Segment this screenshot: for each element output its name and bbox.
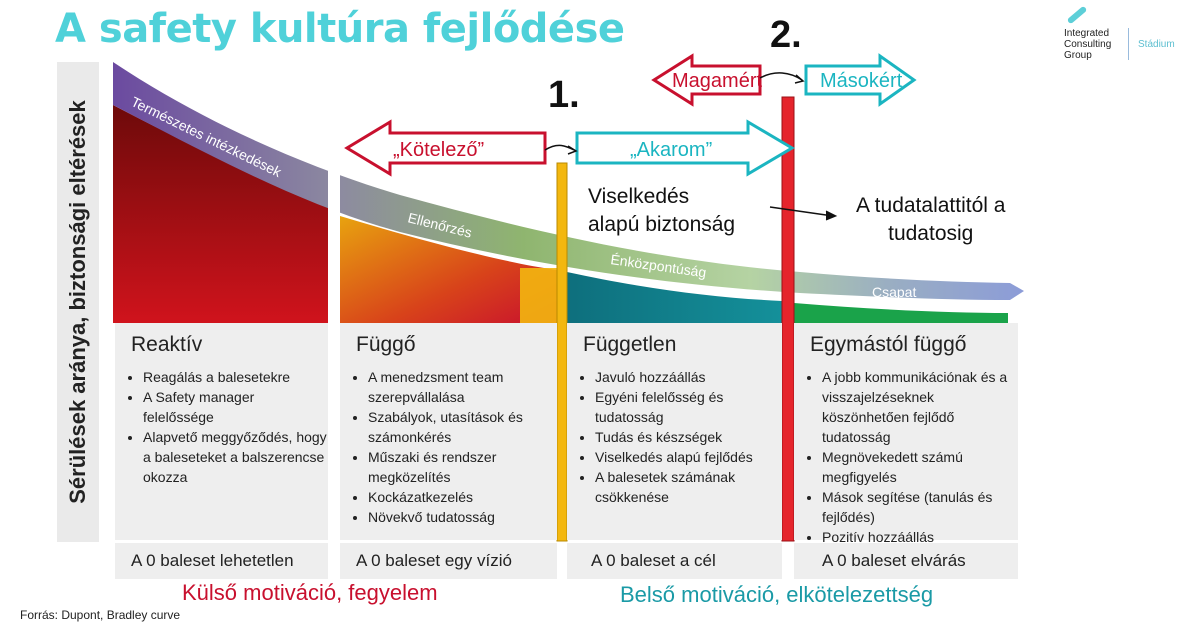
page-title: A safety kultúra fejlődése — [55, 6, 625, 52]
y-axis-label-box — [57, 62, 99, 542]
list-item: Pozitív hozzáállás — [822, 527, 1018, 547]
column-bullets: A jobb kommunikációnak és a visszajelzés… — [804, 367, 1018, 547]
source-note: Forrás: Dupont, Bradley curve — [20, 608, 181, 622]
column-title: Független — [583, 333, 677, 356]
list-item: Reagálás a balesetekre — [143, 367, 328, 387]
footer-interdependent: A 0 baleset elvárás — [794, 543, 1018, 579]
mandatory-arrow-label: „Kötelező” — [393, 139, 484, 161]
list-item: Növekvő tudatosság — [368, 507, 557, 527]
for-others-arrow — [804, 53, 917, 107]
for-others-arrow-label: Másokért — [820, 70, 903, 92]
column-bullets: Reagálás a balesetekre A Safety manager … — [125, 367, 328, 487]
dependent-yellow-edge — [520, 268, 557, 323]
column-interdependent: Egymástól függő A jobb kommunikációnak é… — [794, 323, 1018, 545]
marker-bar-2 — [781, 96, 795, 542]
marker-2-label: 2. — [770, 14, 802, 56]
list-item: Mások segítése (tanulás és fejlődés) — [822, 487, 1018, 527]
list-item: Alapvető meggyőződés, hogy a baleseteket… — [143, 427, 328, 487]
footer-independent: A 0 baleset a cél — [567, 543, 782, 579]
for-me-arrow-label: Magamért — [672, 70, 762, 92]
marker-bar-1 — [556, 162, 568, 542]
column-title: Reaktív — [131, 333, 203, 356]
list-item: Megnövekedett számú megfigyelés — [822, 447, 1018, 487]
for-me-arrow — [651, 53, 762, 107]
list-item: Műszaki és rendszer megközelítés — [368, 447, 557, 487]
list-item: Kockázatkezelés — [368, 487, 557, 507]
pointer-arrow — [769, 206, 834, 217]
interdependent-area — [794, 303, 1008, 323]
list-item: Javuló hozzáállás — [595, 367, 782, 387]
behavior-based-safety-text: Viselkedés alapú biztonság — [588, 185, 736, 236]
list-item: Viselkedés alapú fejlődés — [595, 447, 782, 467]
list-item: Tudás és készségek — [595, 427, 782, 447]
reactive-area — [113, 105, 328, 323]
footer-reactive: A 0 baleset lehetetlen — [115, 543, 328, 579]
connector-2 — [759, 72, 803, 81]
list-item: A jobb kommunikációnak és a visszajelzés… — [822, 367, 1018, 447]
column-independent: Független Javuló hozzáállás Egyéni felel… — [567, 323, 782, 540]
dependent-area — [340, 216, 557, 323]
list-item: A balesetek számának csökkenése — [595, 467, 782, 507]
curve-label-team: Csapat — [872, 284, 916, 300]
list-item: Egyéni felelősség és tudatosság — [595, 387, 782, 427]
column-dependent: Függő A menedzsment team szerepvállalása… — [340, 323, 557, 540]
logo-partner: Stádium — [1138, 39, 1175, 50]
want-arrow-label: „Akarom” — [630, 139, 712, 161]
footer-dependent: A 0 baleset egy vízió — [340, 543, 557, 579]
curve-band — [113, 62, 1024, 300]
unconscious-to-conscious-text: A tudatalattitól a tudatosig — [856, 194, 1006, 245]
column-reactive: Reaktív Reagálás a balesetekre A Safety … — [115, 323, 328, 540]
list-item: A menedzsment team szerepvállalása — [368, 367, 557, 407]
independent-area — [567, 272, 782, 323]
external-motivation-label: Külső motiváció, fegyelem — [182, 580, 438, 605]
list-item: A Safety manager felelőssége — [143, 387, 328, 427]
internal-motivation-label: Belső motiváció, elkötelezettség — [620, 582, 934, 607]
marker-1-label: 1. — [548, 74, 580, 116]
want-arrow — [575, 119, 795, 177]
column-title: Egymástól függő — [810, 333, 967, 356]
mandatory-arrow — [344, 119, 547, 177]
column-bullets: A menedzsment team szerepvállalása Szabá… — [350, 367, 557, 527]
column-title: Függő — [356, 333, 416, 356]
column-bullets: Javuló hozzáállás Egyéni felelősség és t… — [577, 367, 782, 507]
list-item: Szabályok, utasítások és számonkérés — [368, 407, 557, 447]
logo-divider — [1128, 28, 1129, 60]
